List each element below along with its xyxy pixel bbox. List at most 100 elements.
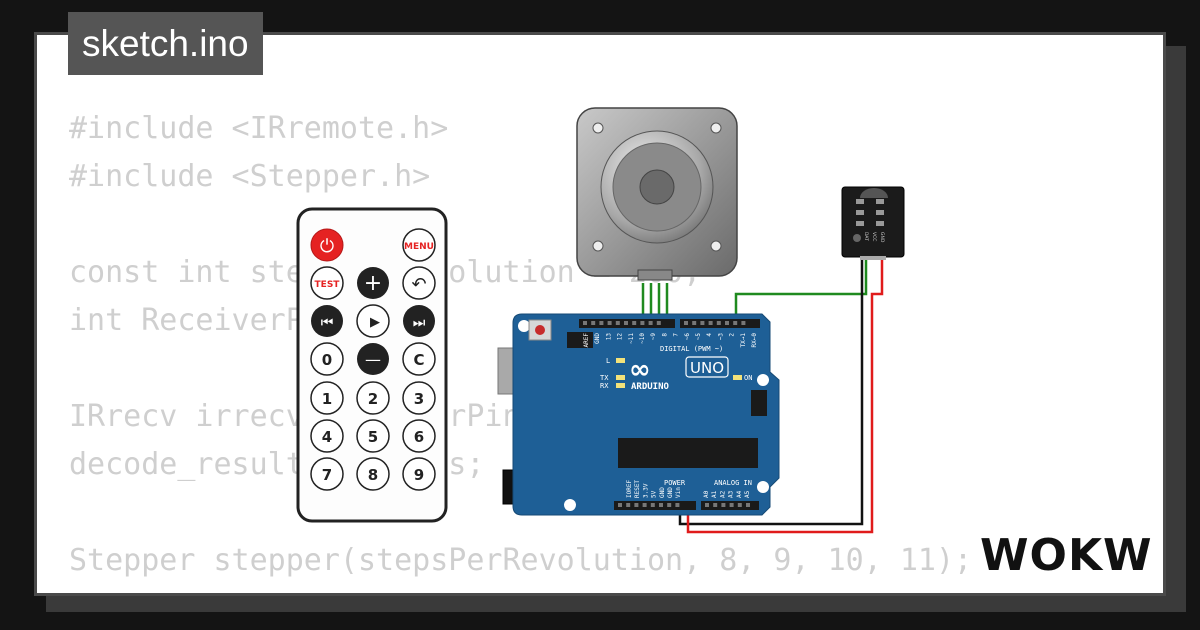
- pin-label: IOREF: [626, 480, 633, 498]
- svg-text:—: —: [365, 350, 381, 369]
- ir-pin-label: GND: [879, 232, 885, 243]
- minus-button[interactable]: —: [357, 343, 389, 375]
- header-hole: [737, 503, 742, 507]
- analog-label: ANALOG IN: [714, 479, 752, 487]
- pin-label: Vin: [675, 487, 682, 498]
- digit-6-button[interactable]: 6: [402, 419, 436, 453]
- digit-4-button[interactable]: 4: [310, 419, 344, 453]
- digit-label: 3: [414, 390, 424, 408]
- digit-2-button[interactable]: 2: [356, 381, 390, 415]
- pin-label: GND: [667, 487, 674, 498]
- svg-text:▶: ▶: [370, 315, 380, 330]
- pin-label: A2: [719, 490, 726, 498]
- header-hole: [583, 321, 587, 325]
- prev-button[interactable]: ⏮: [311, 305, 343, 337]
- pin-label: RX←0: [751, 333, 758, 348]
- next-button[interactable]: ⏭: [403, 305, 435, 337]
- pin-label: 12: [617, 333, 624, 341]
- pin-label: ~6: [684, 333, 691, 341]
- motor-shaft: [639, 169, 675, 205]
- model-label: UNO: [690, 359, 724, 377]
- header-hole: [746, 503, 750, 507]
- led-rx-label: RX: [600, 382, 609, 390]
- ir-pin-label: VCC: [871, 232, 877, 241]
- digit-label: 1: [322, 390, 332, 408]
- pin-label: A4: [736, 490, 743, 498]
- pin-label: AREF: [583, 333, 590, 348]
- pin-label: 2: [729, 333, 736, 337]
- header-hole: [741, 321, 746, 325]
- digital-label: DIGITAL (PWM ~): [660, 345, 723, 353]
- header-hole: [624, 321, 628, 325]
- motor-screw: [710, 240, 722, 252]
- svg-text:TEST: TEST: [315, 280, 341, 290]
- header-hole: [599, 321, 604, 325]
- header-hole: [700, 321, 705, 325]
- back-button[interactable]: ↶: [402, 266, 436, 300]
- motor-screw: [592, 122, 604, 134]
- brand-label: ARDUINO: [631, 382, 670, 392]
- header-hole: [615, 321, 620, 325]
- stepper-motor[interactable]: [576, 107, 738, 281]
- pin-label: A1: [711, 490, 718, 498]
- menu-button[interactable]: MENU: [402, 228, 436, 262]
- pin-label: A3: [728, 490, 735, 498]
- test-button[interactable]: TEST: [310, 266, 344, 300]
- digit-5-button[interactable]: 5: [356, 419, 390, 453]
- code-line: int speed = 0;: [69, 585, 972, 593]
- digit-8-button[interactable]: 8: [356, 457, 390, 491]
- header-hole: [675, 503, 680, 507]
- pin-label: ~11: [628, 333, 635, 344]
- pin-label: GND: [594, 333, 601, 344]
- ir-remote[interactable]: ⏻ MENU TEST + ↶ ⏮: [296, 207, 448, 523]
- pin-label: 13: [605, 333, 612, 341]
- led-l-label: L: [606, 357, 610, 365]
- zero-button[interactable]: 0: [310, 342, 344, 376]
- code-line: #include <Stepper.h>: [69, 159, 431, 194]
- header-hole: [634, 503, 639, 507]
- header-hole: [684, 321, 688, 325]
- svg-text:⏭: ⏭: [413, 315, 426, 331]
- header-hole: [591, 321, 596, 325]
- play-button[interactable]: ▶: [356, 304, 390, 338]
- wokwi-logo: WOKWi: [980, 530, 1154, 580]
- file-tab[interactable]: sketch.ino: [68, 12, 263, 75]
- ir-pin-label: DAT: [863, 232, 869, 241]
- pin-label: 4: [706, 333, 713, 337]
- svg-text:⏮: ⏮: [321, 315, 334, 331]
- header-hole: [648, 321, 653, 325]
- power-button[interactable]: ⏻: [310, 228, 344, 262]
- digit-9-button[interactable]: 9: [402, 457, 436, 491]
- pin-label: ~9: [650, 333, 657, 341]
- digit-label: 6: [414, 428, 424, 446]
- power-label: POWER: [664, 479, 686, 487]
- digit-buttons: 1 2 3 4 5 6 7 8 9: [310, 381, 436, 491]
- header-hole: [729, 503, 734, 507]
- motor-screw: [592, 240, 604, 252]
- digit-1-button[interactable]: 1: [310, 381, 344, 415]
- wire-green-signal: [734, 258, 868, 325]
- digit-label: 9: [414, 466, 424, 484]
- arduino-uno[interactable]: DIGITAL (PWM ~) L TX RX ∞ UNO ARDUINO ON…: [497, 313, 780, 516]
- on-label: ON: [744, 374, 752, 382]
- pin-label: TX→1: [740, 333, 747, 348]
- header-hole: [733, 321, 738, 325]
- digit-7-button[interactable]: 7: [310, 457, 344, 491]
- ir-receiver[interactable]: DAT VCC GND: [841, 186, 905, 260]
- header-hole: [725, 321, 729, 325]
- c-button[interactable]: C: [402, 342, 436, 376]
- digit-label: 2: [368, 390, 378, 408]
- header-hole: [640, 321, 645, 325]
- header-hole: [692, 321, 697, 325]
- digit-label: 8: [368, 466, 378, 484]
- digit-label: 4: [322, 428, 332, 446]
- top-header: [579, 319, 760, 328]
- header-hole: [642, 503, 647, 507]
- digit-label: 5: [368, 428, 378, 446]
- header-hole: [667, 503, 672, 507]
- plus-button[interactable]: +: [357, 267, 389, 299]
- pin-label: RESET: [634, 480, 641, 498]
- pin-label: 8: [661, 333, 668, 337]
- digit-3-button[interactable]: 3: [402, 381, 436, 415]
- svg-text:0: 0: [322, 351, 332, 369]
